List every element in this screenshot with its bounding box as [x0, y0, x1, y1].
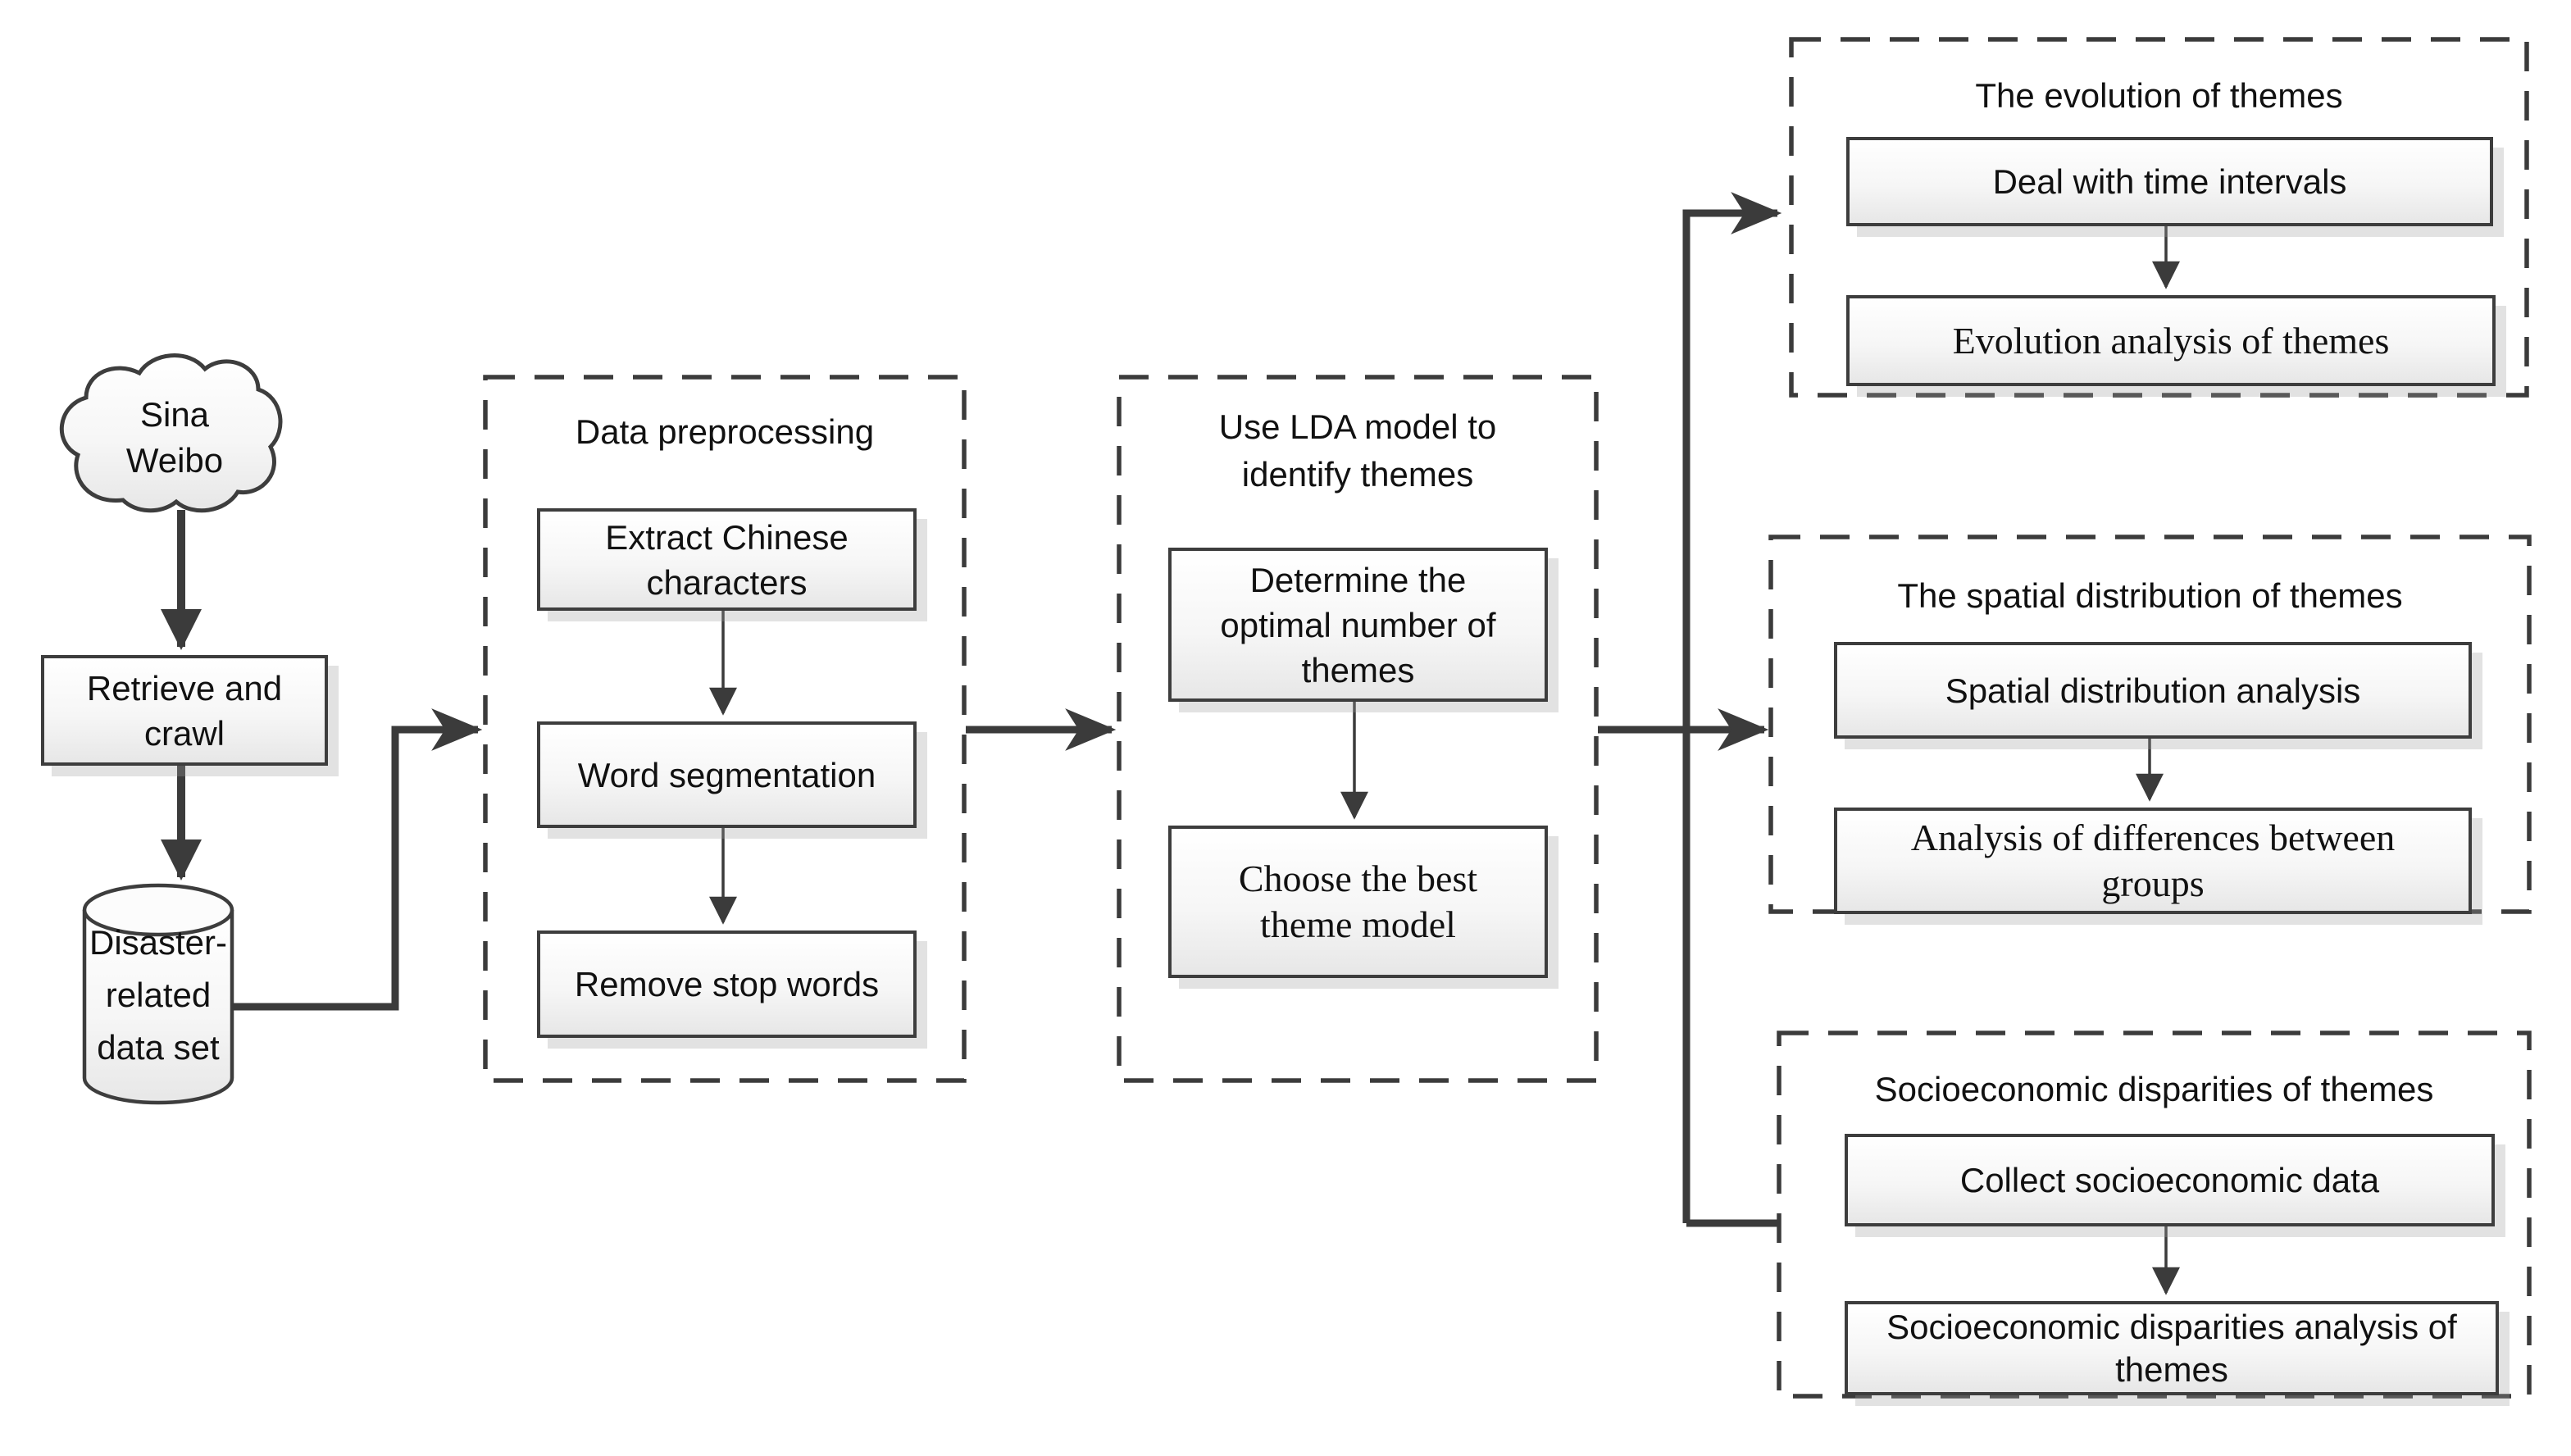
deal-with-time-intervals-box: Deal with time intervals [1846, 137, 2493, 226]
determine-optimal-themes-box: Determine the optimal number of themes [1168, 548, 1548, 702]
retrieve-and-crawl-box: Retrieve and crawl [41, 655, 328, 766]
analysis-of-differences-box: Analysis of differences between groups [1834, 808, 2472, 914]
collect-socioeconomic-data-box: Collect socioeconomic data [1845, 1134, 2495, 1226]
connector-dataset-to-preprocessing [232, 708, 483, 1011]
socioeconomic-analysis-box: Socioeconomic disparities analysis of th… [1845, 1301, 2499, 1395]
socioeconomic-group-title: Socioeconomic disparities of themes [1874, 1070, 2434, 1108]
lda-group-title: Use LDA model to identify themes [1218, 407, 1497, 494]
preprocessing-group-title: Data preprocessing [575, 412, 875, 451]
word-segmentation-box: Word segmentation [537, 721, 917, 828]
extract-chinese-characters-box: Extract Chinese characters [537, 508, 917, 611]
spatial-distribution-analysis-box: Spatial distribution analysis [1834, 642, 2472, 739]
connector-branch-to-evolution [1682, 192, 1782, 1223]
spatial-group-title: The spatial distribution of themes [1897, 576, 2403, 615]
evolution-group-title: The evolution of themes [1975, 76, 2343, 115]
remove-stop-words-box: Remove stop words [537, 930, 917, 1038]
choose-best-theme-model-box: Choose the best theme model [1168, 826, 1548, 978]
dataset-label: Disaster- related data set [89, 923, 228, 1067]
cloud-label: Sina Weibo [125, 395, 224, 480]
evolution-analysis-box: Evolution analysis of themes [1846, 295, 2496, 386]
